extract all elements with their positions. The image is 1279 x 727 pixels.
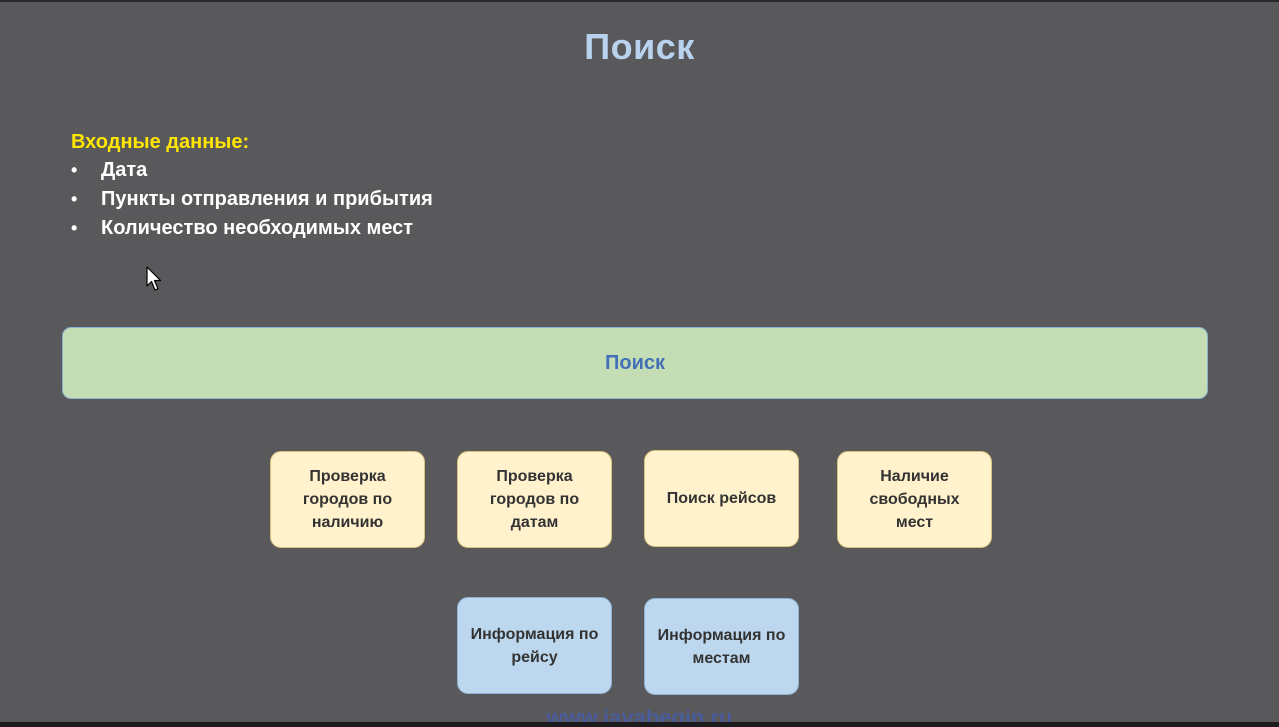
module-flight-search: Поиск рейсов <box>644 450 799 547</box>
input-data-list: • Дата • Пункты отправления и прибытия •… <box>71 156 671 243</box>
bottom-border <box>0 722 1279 727</box>
module-check-cities-dates: Проверка городов по датам <box>457 451 612 548</box>
input-data-item: • Дата <box>71 156 671 185</box>
bullet-icon: • <box>71 189 78 209</box>
input-data-item: • Пункты отправления и прибытия <box>71 185 671 214</box>
search-main-block: Поиск <box>62 327 1208 399</box>
info-seats-block: Информация по местам <box>644 598 799 695</box>
module-label: Проверка городов по наличию <box>302 468 393 531</box>
module-check-cities-availability: Проверка городов по наличию <box>270 451 425 548</box>
module-free-seats: Наличие свободных мест <box>837 451 992 548</box>
slide-title: Поиск <box>584 26 695 67</box>
search-main-block-label: Поиск <box>604 351 666 374</box>
module-label: Проверка городов по датам <box>489 468 580 531</box>
info-label: Информация по рейсу <box>470 625 599 666</box>
watermark: www.javabegin.ru <box>546 705 733 727</box>
module-label: Наличие свободных мест <box>869 468 960 531</box>
input-data-item-text: Количество необходимых мест <box>101 217 414 239</box>
input-data-item: • Количество необходимых мест <box>71 214 671 243</box>
module-label: Поиск рейсов <box>666 490 777 507</box>
input-data-section: Входные данные: • Дата • Пункты отправле… <box>71 128 671 243</box>
info-flight-block: Информация по рейсу <box>457 597 612 694</box>
info-label: Информация по местам <box>657 626 786 667</box>
input-data-item-text: Дата <box>101 159 148 181</box>
mouse-pointer-icon <box>146 266 162 291</box>
top-border <box>0 0 1279 2</box>
input-data-item-text: Пункты отправления и прибытия <box>101 188 433 210</box>
bullet-icon: • <box>71 160 78 180</box>
bullet-icon: • <box>71 218 78 238</box>
input-data-heading: Входные данные: <box>71 131 250 153</box>
